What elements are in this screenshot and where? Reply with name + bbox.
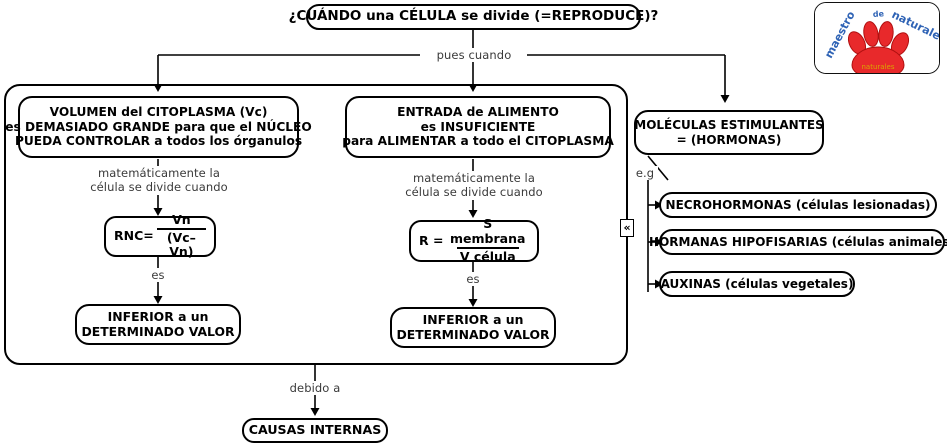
left-condition-node[interactable]: VOLUMEN del CITOPLASMA (Vc) es DEMASIADO…	[5, 96, 312, 158]
left-condition-line3: PUEDA CONTROLAR a todos los órganulos	[14, 134, 303, 149]
left-connector1-line2: célula se divide cuando	[90, 180, 228, 195]
center-formula-numerator: S membrana	[450, 216, 526, 247]
center-condition-node[interactable]: ENTRADA de ALIMENTO es INSUFICIENTE para…	[342, 96, 614, 158]
left-formula-lhs: RNC=	[114, 228, 154, 244]
hormone-item-2-label: AUXINAS (células vegetales)	[660, 276, 854, 291]
paw-icon	[847, 21, 910, 73]
center-result-line1: INFERIOR a un	[422, 311, 524, 327]
bottom-connector-label: debido a	[283, 381, 347, 396]
left-connector1-label: matemáticamente la célula se divide cuan…	[88, 166, 230, 195]
hormone-item-0[interactable]: NECROHORMONAS (células lesionadas)	[659, 192, 937, 218]
bottom-node[interactable]: CAUSAS INTERNAS	[242, 418, 388, 443]
hormone-item-1-label: HORMANAS HIPOFISARIAS (células animales)	[649, 234, 947, 249]
logo-graphic: naturales maestro de naturales	[815, 3, 939, 73]
collapse-marker[interactable]: «	[620, 219, 634, 237]
center-result-node[interactable]: INFERIOR a un DETERMINADO VALOR	[390, 307, 556, 348]
center-condition-line3: para ALIMENTAR a todo el CITOPLASMA	[342, 134, 614, 149]
left-formula-numerator: Vn	[172, 211, 191, 227]
center-connector2-label: es	[457, 272, 489, 287]
center-condition-line1: ENTRADA de ALIMENTO	[397, 105, 559, 120]
left-condition-line2: es DEMASIADO GRANDE para que el NÚCLEO	[5, 119, 312, 134]
left-condition-line1: VOLUMEN del CITOPLASMA (Vc)	[49, 105, 268, 120]
logo-text-mid: de	[873, 9, 885, 19]
left-formula-denominator: (Vc–Vn)	[156, 227, 206, 261]
left-result-node[interactable]: INFERIOR a un DETERMINADO VALOR	[75, 304, 241, 345]
title-text: ¿CUÁNDO una CÉLULA se divide (=REPRODUCE…	[288, 8, 659, 25]
center-connector1-line2: célula se divide cuando	[405, 185, 543, 200]
hormones-header-node[interactable]: MOLÉCULAS ESTIMULANTES = (HORMONAS)	[634, 110, 824, 155]
left-connector1-line1: matemáticamente la	[97, 166, 220, 180]
hormone-item-1[interactable]: HORMANAS HIPOFISARIAS (células animales)	[649, 229, 947, 255]
center-connector1-line1: matemáticamente la	[412, 171, 535, 185]
center-formula-lhs: R =	[419, 232, 444, 248]
center-connector1-label: matemáticamente la célula se divide cuan…	[403, 171, 545, 200]
left-connector2-label: es	[142, 268, 174, 283]
title-node[interactable]: ¿CUÁNDO una CÉLULA se divide (=REPRODUCE…	[289, 4, 658, 30]
site-logo[interactable]: naturales maestro de naturales	[814, 2, 940, 74]
hormones-header-line1: MOLÉCULAS ESTIMULANTES	[634, 118, 824, 133]
branch-label: pues cuando	[436, 48, 512, 63]
center-formula-denominator: V célula	[456, 246, 519, 265]
eg-label: e.g	[632, 166, 658, 181]
bottom-node-label: CAUSAS INTERNAS	[248, 422, 382, 438]
center-result-line2: DETERMINADO VALOR	[396, 326, 550, 342]
left-formula-fraction: Vn (Vc–Vn)	[156, 211, 206, 261]
hormone-item-0-label: NECROHORMONAS (células lesionadas)	[665, 197, 931, 212]
hormone-item-2[interactable]: AUXINAS (células vegetales)	[659, 271, 855, 297]
hormones-header-line2: = (HORMONAS)	[676, 132, 782, 147]
left-result-line2: DETERMINADO VALOR	[81, 323, 235, 339]
left-formula-node[interactable]: RNC= Vn (Vc–Vn)	[104, 211, 216, 261]
left-result-line1: INFERIOR a un	[107, 308, 209, 324]
center-formula-fraction: S membrana V célula	[446, 217, 529, 264]
center-formula-node[interactable]: R = S membrana V célula	[409, 217, 539, 264]
center-condition-line2: es INSUFICIENTE	[420, 119, 536, 134]
logo-paw-label: naturales	[862, 63, 895, 71]
